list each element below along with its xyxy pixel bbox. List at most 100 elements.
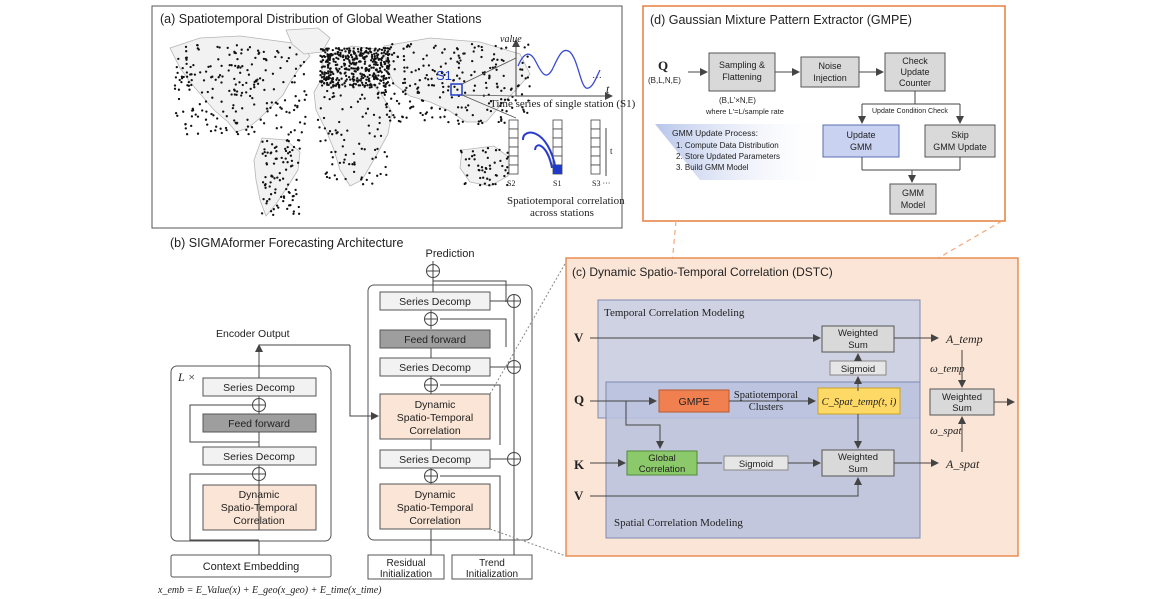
station-dot bbox=[457, 54, 460, 57]
station-dot bbox=[376, 86, 379, 89]
station-dot bbox=[332, 72, 335, 76]
station-dot bbox=[385, 113, 389, 116]
station-dot bbox=[184, 123, 187, 126]
station-dot bbox=[268, 185, 271, 188]
station-dot bbox=[486, 156, 489, 160]
station-dot bbox=[325, 47, 328, 50]
station-dot bbox=[212, 114, 215, 117]
station-dot bbox=[322, 49, 325, 52]
station-dot bbox=[503, 121, 506, 124]
station-dot bbox=[503, 86, 506, 90]
global-correlation-box bbox=[626, 450, 698, 476]
station-dot bbox=[246, 118, 249, 121]
station-dot bbox=[321, 72, 324, 75]
station-dot bbox=[481, 121, 484, 125]
station-dot bbox=[341, 145, 344, 148]
station-dot bbox=[327, 83, 330, 87]
station-dot bbox=[230, 64, 233, 67]
station-dot bbox=[372, 66, 375, 69]
svg-text:Correlation: Correlation bbox=[409, 425, 461, 437]
station-dot bbox=[334, 52, 337, 55]
station-dot bbox=[436, 73, 439, 76]
station-dot bbox=[270, 175, 273, 178]
station-dot bbox=[343, 47, 346, 50]
station-dot bbox=[366, 107, 370, 110]
station-dot bbox=[288, 191, 291, 195]
station-dot bbox=[302, 73, 306, 76]
station-dot bbox=[182, 75, 185, 79]
station-dot bbox=[344, 50, 347, 53]
check-label-1: Check bbox=[902, 56, 928, 66]
station-dot bbox=[522, 108, 525, 111]
station-dot bbox=[471, 150, 475, 153]
station-dot bbox=[173, 87, 177, 90]
station-dot bbox=[211, 75, 214, 78]
svg-text:Weighted: Weighted bbox=[942, 392, 982, 403]
station-dot bbox=[341, 55, 345, 59]
gmm-step-2: 2. Store Updated Parameters bbox=[676, 152, 780, 161]
station-cell bbox=[590, 137, 601, 148]
station-dot bbox=[276, 102, 279, 105]
station-dot bbox=[210, 112, 213, 116]
station-dot bbox=[363, 84, 367, 87]
station-dot bbox=[477, 120, 481, 123]
station-dot bbox=[480, 45, 483, 49]
station-dot bbox=[174, 111, 178, 115]
station-dot bbox=[521, 68, 524, 71]
station-dot bbox=[253, 130, 256, 133]
w-temp-label: ω_temp bbox=[930, 363, 965, 375]
station-dot bbox=[246, 68, 249, 72]
station-dots bbox=[173, 42, 531, 217]
station-dot bbox=[365, 178, 368, 182]
station-dot bbox=[198, 103, 201, 106]
station-dot bbox=[240, 94, 243, 97]
station-dot bbox=[274, 188, 277, 191]
station-dot bbox=[526, 76, 530, 79]
station-dot bbox=[357, 67, 360, 70]
station-dot bbox=[464, 158, 468, 161]
station-dot bbox=[364, 69, 367, 73]
station-dot bbox=[287, 56, 290, 60]
station-dot bbox=[341, 83, 344, 86]
station-dot bbox=[520, 93, 524, 96]
station-dot bbox=[377, 96, 380, 99]
station-dot bbox=[499, 104, 502, 107]
station-dot bbox=[222, 110, 225, 113]
station-dot bbox=[332, 92, 335, 95]
station-dot bbox=[360, 93, 364, 96]
station-dot bbox=[303, 122, 306, 125]
station-dot bbox=[399, 120, 402, 123]
station-dot bbox=[286, 139, 289, 142]
station-dot bbox=[489, 109, 493, 113]
station-dot bbox=[319, 69, 322, 73]
station-cell bbox=[552, 137, 563, 148]
station-dot bbox=[500, 119, 503, 122]
station-cell bbox=[552, 146, 563, 157]
station-dot bbox=[293, 81, 296, 84]
station-dot bbox=[392, 60, 395, 63]
residual-init-box bbox=[367, 554, 445, 580]
station-dot bbox=[336, 131, 339, 134]
station-dot bbox=[274, 157, 277, 160]
station-dot bbox=[383, 93, 386, 96]
station-dot bbox=[372, 63, 376, 66]
station-dot bbox=[421, 113, 424, 117]
station-dot bbox=[188, 88, 191, 91]
station-dot bbox=[336, 83, 340, 86]
station-dot bbox=[412, 105, 415, 108]
station-dot bbox=[248, 46, 252, 49]
check-label-3: Counter bbox=[899, 78, 931, 88]
station-dot bbox=[414, 82, 417, 86]
station-dot bbox=[503, 174, 506, 178]
station-dot bbox=[370, 66, 373, 69]
station-dot bbox=[217, 58, 220, 61]
station-dot bbox=[449, 57, 452, 60]
station-dot bbox=[292, 145, 296, 149]
station-dot bbox=[380, 71, 383, 74]
station-dot bbox=[205, 110, 208, 113]
station-dot bbox=[483, 170, 487, 174]
station-dot bbox=[218, 46, 221, 49]
station-dot bbox=[284, 168, 288, 171]
station-dot bbox=[484, 151, 487, 154]
station-dot bbox=[295, 192, 298, 196]
